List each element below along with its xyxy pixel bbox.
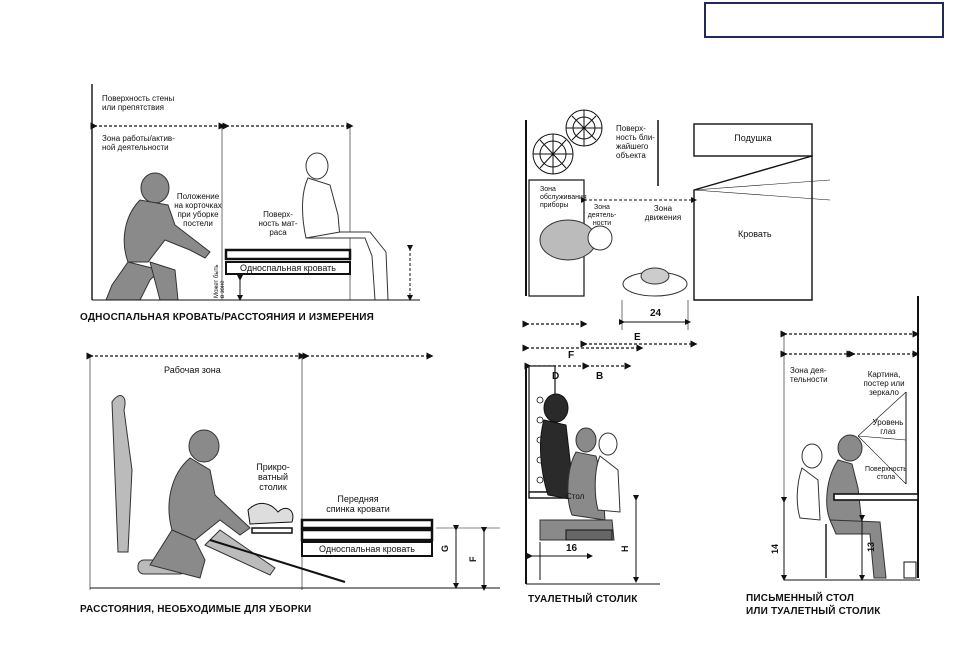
bed-frame: [225, 261, 351, 275]
wall-surface-label: Поверхность стены или препятствия: [102, 94, 175, 112]
bed-outline: [693, 155, 813, 301]
mattress-surface-label: Поверх- ность мат- раса: [258, 210, 298, 237]
work-zone-label: Рабочая зона: [164, 365, 221, 375]
work-zone-label: Зона работы/актив- ной деятельности: [102, 134, 175, 152]
seated-person-desk: [826, 434, 887, 579]
squat-position-label: Положение на корточках при уборке постел…: [174, 192, 222, 228]
panel-bed-plan: [522, 109, 831, 348]
mattress: [224, 248, 352, 261]
single-bed-label: Односпальная кровать: [319, 544, 415, 554]
dim-e-label: E: [634, 332, 641, 343]
kneeling-figure: [149, 429, 276, 579]
desk-top: [833, 493, 919, 501]
movement-zone-label: Зона движения: [644, 204, 682, 222]
caption-dressing-table: ТУАЛЕТНЫЙ СТОЛИК: [528, 594, 638, 605]
eye-level-label: Уровень глаз: [872, 418, 904, 436]
activity-zone-label: Зона дея- тельности: [790, 366, 828, 384]
dim-13-label: 13: [866, 541, 876, 552]
pillow: [693, 123, 813, 157]
panel-cleaning-distances: [86, 352, 500, 591]
side-note-label: Может быть в зоне: [214, 264, 226, 298]
headboard: [300, 518, 434, 530]
dim-f-label: F: [468, 556, 478, 563]
single-bed-label: Односпальная кровать: [240, 263, 336, 273]
mattress: [300, 528, 434, 542]
caption-single-bed: ОДНОСПАЛЬНАЯ КРОВАТЬ/РАССТОЯНИЯ И ИЗМЕРЕ…: [80, 312, 375, 323]
dim-g-label: G: [440, 544, 450, 552]
person-top-view-2: [622, 267, 688, 297]
seated-person-outline: [796, 443, 823, 521]
dim-h-label: H: [620, 545, 630, 553]
table-word-label: Стол: [566, 492, 585, 501]
panel-dressing-table: [522, 344, 660, 585]
vacuum-hose: [209, 539, 346, 583]
dim-24-label: 24: [650, 308, 662, 319]
picture-label: Картина, постер или зеркало: [863, 370, 905, 397]
top-right-frame: [704, 2, 944, 38]
seated-figure-outline: [594, 432, 621, 513]
activity-zone-label: Зона деятель- ности: [587, 204, 617, 227]
bed-frame: [301, 541, 433, 557]
bed-label: Кровать: [738, 229, 772, 239]
caption-writing-desk: ПИСЬМЕННЫЙ СТОЛ ИЛИ ТУАЛЕТНЫЙ СТОЛИК: [746, 593, 881, 617]
caption-cleaning: РАССТОЯНИЯ, НЕОБХОДИМЫЕ ДЛЯ УБОРКИ: [80, 604, 312, 615]
panel-single-bed-distances: [90, 84, 420, 301]
table-surface-label: Поверхность стола: [865, 466, 907, 481]
bedside-table: [247, 503, 294, 534]
devices-zone-label: Зона обслуживания приборы: [540, 186, 587, 209]
dim-d-label: D: [552, 371, 560, 382]
headboard-label: Передняя спинка кровати: [326, 494, 390, 514]
dim-14-label: 14: [770, 543, 780, 554]
person-top-view: [539, 219, 613, 261]
stool: [565, 529, 613, 541]
dim-16-label: 16: [566, 543, 578, 554]
dim-b-label: B: [596, 371, 604, 382]
squatting-figure: [105, 172, 211, 301]
pillow-label: Подушка: [734, 133, 772, 143]
seated-figure: [302, 152, 389, 301]
seated-figure-dark: [540, 393, 576, 501]
bedside-table-label: Прикро- ватный столик: [256, 462, 290, 492]
chair-wheels: [532, 109, 603, 175]
panel-writing-desk: [780, 296, 920, 581]
nearest-object-label: Поверх- ность бли- жайшего объекта: [616, 124, 655, 160]
dim-f-label: F: [568, 350, 575, 361]
